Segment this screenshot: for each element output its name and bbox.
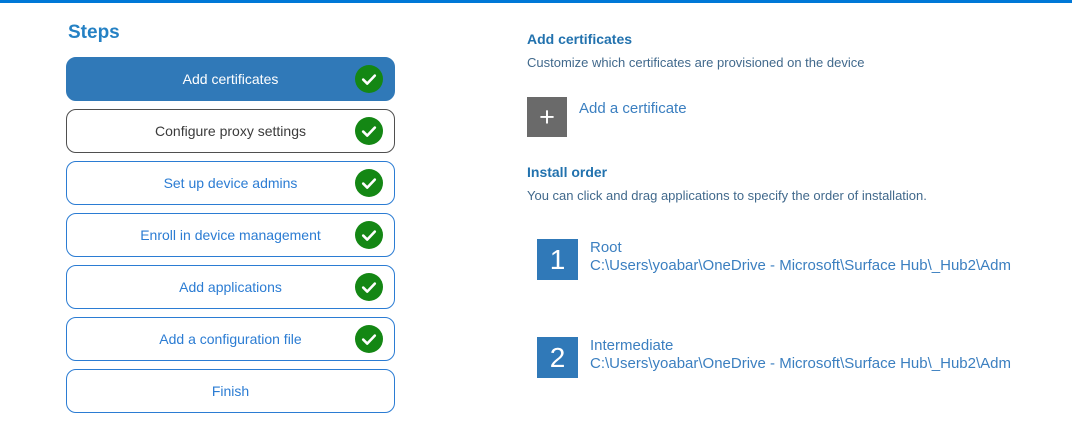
order-number-badge: 1 (537, 239, 578, 280)
step-button-configure-proxy-settings[interactable]: Configure proxy settings (66, 109, 395, 153)
install-order-list: 1 Root C:\Users\yoabar\OneDrive - Micros… (537, 239, 1072, 378)
steps-panel: Steps Add certificates Configure proxy s… (66, 22, 395, 421)
step-button-finish[interactable]: Finish (66, 369, 395, 413)
install-item-intermediate[interactable]: 2 Intermediate C:\Users\yoabar\OneDrive … (537, 337, 1072, 378)
step-button-add-a-configuration-file[interactable]: Add a configuration file (66, 317, 395, 361)
add-certificate-button[interactable]: + Add a certificate (527, 97, 1072, 137)
install-item-root[interactable]: 1 Root C:\Users\yoabar\OneDrive - Micros… (537, 239, 1072, 280)
page-title: Add certificates (527, 31, 633, 47)
install-item-text: Intermediate C:\Users\yoabar\OneDrive - … (590, 337, 1011, 373)
install-order-description: You can click and drag applications to s… (527, 188, 927, 203)
check-icon (355, 169, 383, 197)
order-number-badge: 2 (537, 337, 578, 378)
check-icon (355, 65, 383, 93)
top-accent-bar (0, 0, 1072, 3)
add-certificate-label[interactable]: Add a certificate (579, 100, 687, 117)
check-icon (355, 117, 383, 145)
step-label: Set up device admins (163, 175, 298, 191)
check-icon (355, 221, 383, 249)
step-label: Finish (211, 383, 250, 399)
step-button-set-up-device-admins[interactable]: Set up device admins (66, 161, 395, 205)
install-order-title: Install order (527, 164, 608, 180)
certificate-path: C:\Users\yoabar\OneDrive - Microsoft\Sur… (590, 355, 1011, 372)
plus-icon[interactable]: + (527, 97, 567, 137)
step-label: Add a configuration file (159, 331, 302, 347)
step-button-add-applications[interactable]: Add applications (66, 265, 395, 309)
step-label: Add certificates (182, 71, 279, 87)
step-label: Enroll in device management (140, 227, 321, 243)
certificate-name: Root (590, 239, 622, 256)
certificate-name: Intermediate (590, 337, 674, 354)
step-label: Configure proxy settings (155, 123, 306, 139)
install-order-section: Install order You can click and drag app… (527, 164, 1072, 378)
page-description: Customize which certificates are provisi… (527, 55, 865, 70)
certificate-path: C:\Users\yoabar\OneDrive - Microsoft\Sur… (590, 257, 1011, 274)
check-icon (355, 273, 383, 301)
step-button-enroll-in-device-management[interactable]: Enroll in device management (66, 213, 395, 257)
install-item-text: Root C:\Users\yoabar\OneDrive - Microsof… (590, 239, 1011, 275)
step-label: Add applications (179, 279, 282, 295)
check-icon (355, 325, 383, 353)
step-button-add-certificates[interactable]: Add certificates (66, 57, 395, 101)
steps-title: Steps (68, 22, 120, 43)
add-certificates-panel: Add certificates Customize which certifi… (527, 31, 1072, 378)
